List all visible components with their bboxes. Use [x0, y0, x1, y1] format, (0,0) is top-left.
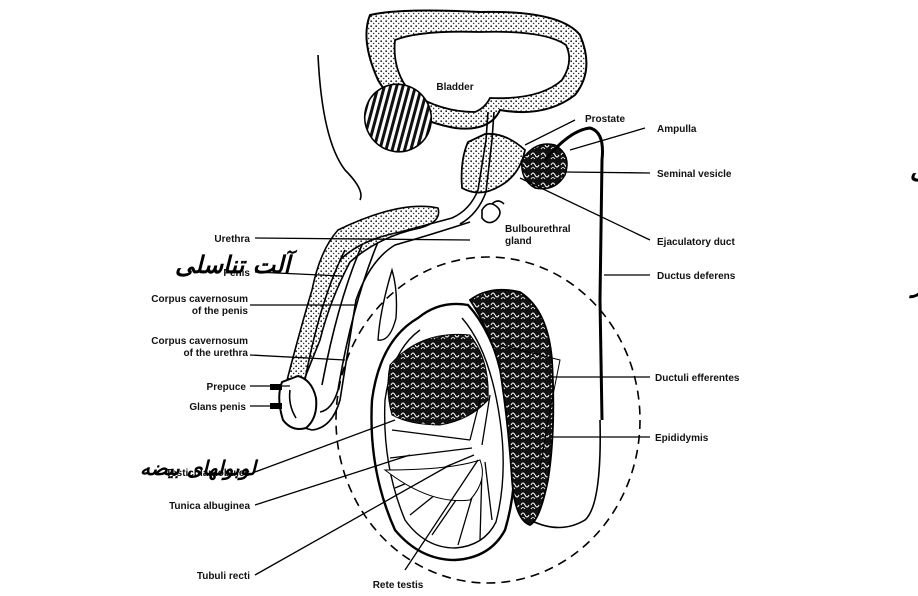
label-corpus-cav-penis-1: Corpus cavernosum [151, 294, 248, 305]
label-tunica-albuginea: Tunica albuginea [169, 501, 250, 512]
label-ejaculatory-duct: Ejaculatory duct [657, 237, 735, 248]
handwritten-penis: آلت تناسلی [175, 249, 298, 279]
label-ductuli-efferentes: Ductuli efferentes [655, 373, 740, 384]
handwritten-seminal-vesicle: کیسه منی [910, 155, 918, 184]
bulbourethral-gland [482, 201, 504, 223]
prostate [462, 134, 525, 193]
body-outline [318, 55, 361, 200]
label-seminal-vesicle: Seminal vesicle [657, 169, 732, 180]
label-bladder: Bladder [436, 82, 473, 93]
label-ampulla: Ampulla [657, 124, 697, 135]
label-corpus-cav-penis-2: of the penis [192, 306, 249, 317]
label-glans-penis: Glans penis [189, 402, 246, 413]
label-tubuli-recti: Tubuli recti [197, 571, 250, 582]
label-rete-testis: Rete testis [373, 580, 424, 591]
glans-penis [270, 376, 316, 429]
handwritten-ductus-deferens: مجرای منی بر [908, 269, 918, 299]
label-prepuce: Prepuce [207, 382, 247, 393]
label-corpus-cav-urethra-1: Corpus cavernosum [151, 336, 248, 347]
label-epididymis: Epididymis [655, 433, 709, 444]
label-gland: gland [505, 236, 532, 247]
label-urethra: Urethra [214, 234, 250, 245]
label-corpus-cav-urethra-2: of the urethra [184, 348, 249, 359]
handwritten-testicular-lobules: لوبولهای بیضه [140, 456, 259, 481]
label-prostate: Prostate [585, 114, 625, 125]
label-ductus-deferens: Ductus deferens [657, 271, 736, 282]
label-bulbourethral: Bulbourethral [505, 224, 571, 235]
